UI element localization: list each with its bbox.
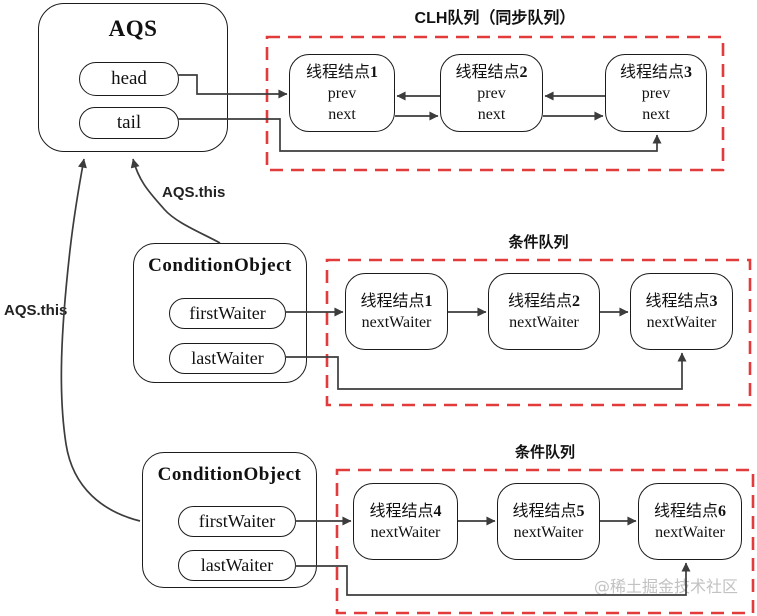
clh-queue-title: CLH队列（同步队列） [414,10,576,27]
cond2-node-5: 线程结点5 nextWaiter [497,483,600,560]
cond2-node-4: 线程结点4 nextWaiter [353,483,458,560]
node-title: 线程结点6 [653,502,726,520]
node-field-nextwaiter: nextWaiter [361,313,432,331]
node-field-prev: prev [327,84,357,102]
connector-tail-to-node3 [178,118,662,152]
last-waiter-label: lastWaiter [200,555,274,575]
clh-node-1: 线程结点1 prev next [289,54,395,132]
node-field-prev: prev [477,84,506,102]
connector-lastwaiter1-to-node3 [285,352,687,390]
first-waiter-field-1: firstWaiter [169,298,286,329]
node-title: 线程结点2 [507,292,580,310]
node-field-next: next [642,105,670,123]
clh-node-3: 线程结点3 prev next [605,54,707,132]
node-title: 线程结点1 [360,292,433,310]
condition-object-2-title: ConditionObject [157,464,302,485]
condition-queue-1-title: 条件队列 [508,234,569,251]
node-title: 线程结点3 [619,63,692,81]
aqs-this-label-right: AQS.this [162,184,226,201]
cond1-node-1: 线程结点1 nextWaiter [345,273,448,350]
node-field-nextwaiter: nextWaiter [655,523,725,541]
watermark: @稀土掘金技术社区 [594,577,739,596]
condition-object-1-title: ConditionObject [148,255,292,276]
first-waiter-label: firstWaiter [198,511,276,531]
condition-object-1-box: ConditionObject firstWaiter lastWaiter [133,243,307,383]
last-waiter-field-2: lastWaiter [178,550,296,581]
last-waiter-field-1: lastWaiter [169,343,286,374]
node-title: 线程结点5 [512,502,585,520]
condition-object-2-box: ConditionObject firstWaiter lastWaiter [142,452,317,588]
node-field-nextwaiter: nextWaiter [513,523,584,541]
node-field-prev: prev [641,84,671,102]
tail-label: tail [116,112,142,133]
aqs-box: AQS head tail [38,3,228,152]
node-title: 线程结点4 [369,502,442,520]
cond1-node-3: 线程结点3 nextWaiter [630,273,733,350]
aqs-this-label-left: AQS.this [4,302,68,319]
last-waiter-label: lastWaiter [191,348,264,368]
node-title: 线程结点1 [305,63,378,81]
node-field-next: next [328,105,356,123]
node-title: 线程结点3 [645,292,718,310]
node-field-nextwaiter: nextWaiter [370,523,441,541]
cond1-node-2: 线程结点2 nextWaiter [488,273,600,350]
node-field-nextwaiter: nextWaiter [646,313,717,331]
condition-queue-2-title: 条件队列 [514,444,575,461]
first-waiter-field-2: firstWaiter [178,506,296,537]
node-field-next: next [477,105,506,123]
aqs-title: AQS [108,16,158,41]
node-title: 线程结点2 [455,63,528,81]
connector-cond1-aqs-this [130,158,221,244]
tail-field: tail [79,107,179,139]
node-field-nextwaiter: nextWaiter [509,313,579,331]
head-field: head [79,62,179,96]
head-label: head [111,68,147,89]
connector-cond2-aqs-this [60,158,141,522]
clh-node-2: 线程结点2 prev next [440,54,543,132]
first-waiter-label: firstWaiter [189,303,266,323]
cond2-node-6: 线程结点6 nextWaiter [638,483,742,560]
